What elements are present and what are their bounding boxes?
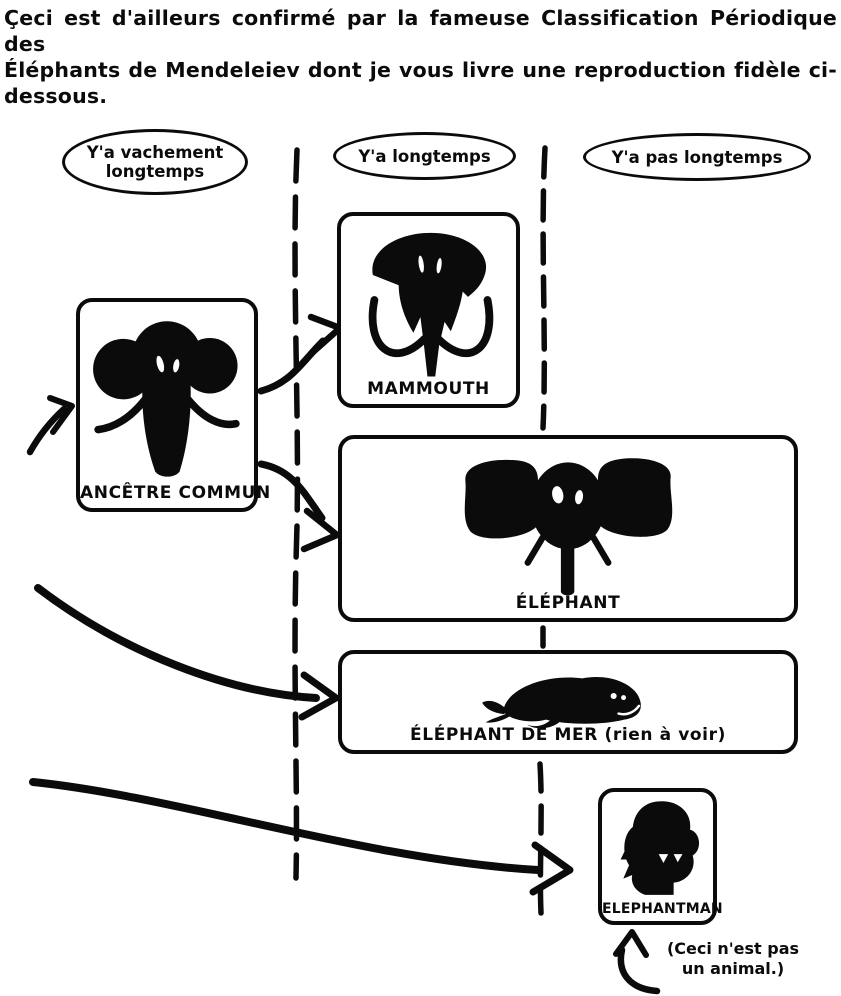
era-header-longtemps: Y'a longtemps [333,132,516,180]
mammoth-label: MAMMOUTH [367,379,490,399]
node-box-elephant: ÉLÉPHANT [338,435,798,622]
era-header-label: Y'a vachement longtemps [86,143,224,181]
intro-line-3: dessous. [4,84,108,108]
annotation-caption: (Ceci n'est pas un animal.) [648,939,818,979]
elephant-silhouette-icon [464,458,673,596]
elephantman-label: ELEPHANTMAN [602,901,723,917]
era-header-vachement-longtemps: Y'a vachement longtemps [62,129,248,195]
mammoth-silhouette-icon [368,232,493,377]
elephantman-silhouette-icon [620,801,699,895]
intro-line-2: Éléphants de Mendeleiev dont je vous liv… [4,58,837,82]
node-box-mammoth: MAMMOUTH [337,212,520,408]
common-ancestor-elephant-silhouette-icon [93,321,240,477]
sea-elephant-silhouette-icon [482,677,641,729]
era-header-pas-longtemps: Y'a pas longtemps [583,133,811,181]
node-box-elephantman: ELEPHANTMAN [598,788,723,925]
sea-elephant-label: ÉLÉPHANT DE MER (rien à voir) [410,725,726,745]
arrow-into-ancestor [26,395,75,456]
era-header-label: Y'a pas longtemps [611,147,783,167]
era-header-label: Y'a longtemps [358,146,491,166]
intro-line-1: Çeci est d'ailleurs confirmé par la fame… [4,6,837,56]
arrow-ancestor-to-mammoth [257,313,344,395]
node-box-ancestor: ANCÊTRE COMMUN [76,298,271,512]
node-box-sea-elephant: ÉLÉPHANT DE MER (rien à voir) [338,650,798,754]
ancestor-label: ANCÊTRE COMMUN [80,483,271,503]
annotation-line-1: (Ceci n'est pas [666,939,800,958]
arrow-to-sea-elephant [34,584,340,721]
annotation-line-2: un animal.) [681,959,785,978]
column-separator-dashed-line-1 [292,147,301,881]
intro-paragraph: Çeci est d'ailleurs confirmé par la fame… [4,5,837,109]
arrow-ancestor-to-elephant [257,460,341,553]
elephant-label: ÉLÉPHANT [515,593,621,613]
arrow-to-elephantman [29,778,574,896]
